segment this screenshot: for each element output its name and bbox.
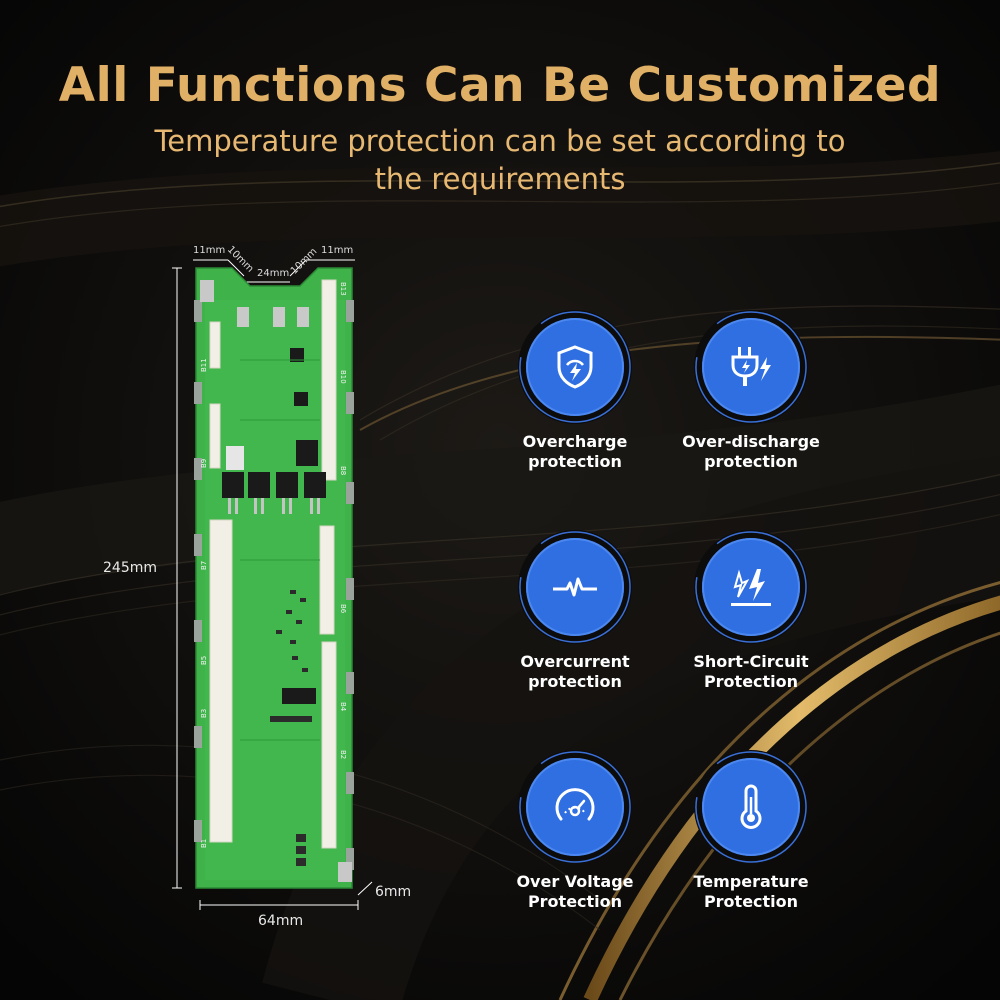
feature-label: Overcharge protection <box>522 432 628 471</box>
page-title: All Functions Can Be Customized <box>58 58 942 113</box>
svg-text:B13: B13 <box>339 282 347 296</box>
dim-width: 64mm <box>258 913 304 929</box>
thermometer-icon <box>740 784 762 829</box>
svg-text:B8: B8 <box>339 466 347 475</box>
svg-text:B11: B11 <box>200 358 208 372</box>
svg-text:B10: B10 <box>339 370 347 384</box>
dim-top-right: 11mm <box>321 245 354 256</box>
lightning-icon <box>731 569 771 606</box>
svg-text:B2: B2 <box>339 750 347 759</box>
feature-badge <box>518 530 632 644</box>
gauge-icon <box>555 788 595 821</box>
feature-badge <box>518 750 632 864</box>
feature-badge <box>694 310 808 424</box>
svg-text:B3: B3 <box>200 709 208 718</box>
page-subtitle: Temperature protection can be set accord… <box>154 124 846 196</box>
feature-label: Temperature Protection <box>693 872 809 911</box>
dim-height: 245mm <box>103 560 157 576</box>
feature-badge <box>694 750 808 864</box>
feature-badge <box>518 310 632 424</box>
feature-label: Over Voltage Protection <box>516 872 634 911</box>
feature-label: Overcurrent protection <box>520 652 630 691</box>
dim-top-left: 11mm <box>193 245 226 256</box>
dim-thickness: 6mm <box>375 884 412 900</box>
svg-text:B6: B6 <box>339 604 347 614</box>
pulse-icon <box>553 577 597 597</box>
svg-text:B4: B4 <box>339 702 347 712</box>
dim-top-center: 24mm <box>257 268 290 279</box>
shield-bolt-icon <box>557 345 593 389</box>
feature-label: Over-discharge protection <box>682 432 820 471</box>
plug-bolt-icon <box>731 347 771 386</box>
svg-text:B5: B5 <box>200 656 208 665</box>
svg-text:B9: B9 <box>200 459 208 468</box>
svg-text:B1: B1 <box>200 839 208 848</box>
svg-text:B7: B7 <box>200 561 208 570</box>
feature-badge <box>694 530 808 644</box>
feature-label: Short-Circuit Protection <box>693 652 809 691</box>
